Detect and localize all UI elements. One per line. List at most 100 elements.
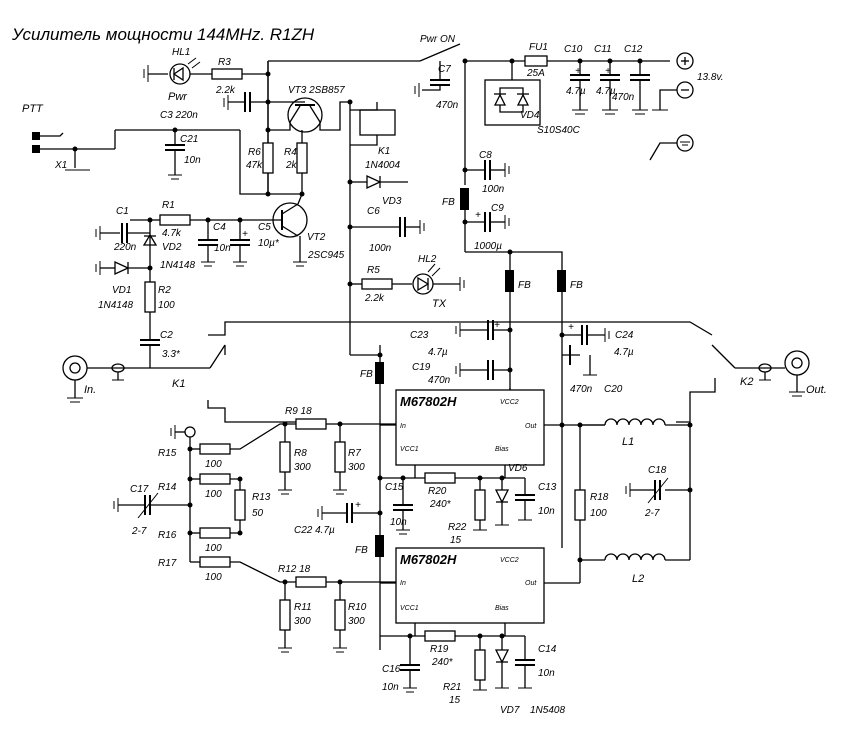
svg-text:100: 100 xyxy=(205,489,222,500)
svg-text:300: 300 xyxy=(348,616,365,627)
ic-amplifier-1: M67802H In Out VCC2 VCC1 Bias xyxy=(380,389,605,466)
svg-text:100: 100 xyxy=(158,300,175,311)
svg-text:Pwr ON: Pwr ON xyxy=(420,34,456,45)
svg-text:15: 15 xyxy=(450,535,462,546)
resistor-r14 xyxy=(199,473,231,485)
resistor-r6 xyxy=(262,142,274,174)
led-hl2 xyxy=(412,273,434,295)
power-rail: ++ xyxy=(267,43,694,195)
svg-text:C9: C9 xyxy=(491,203,504,214)
svg-text:10n: 10n xyxy=(390,517,407,528)
inductor-l2 xyxy=(604,553,666,561)
svg-text:C10: C10 xyxy=(564,44,583,55)
svg-text:R7: R7 xyxy=(348,448,361,459)
svg-text:2-7: 2-7 xyxy=(644,508,660,519)
input-splitter: + xyxy=(113,418,396,653)
svg-text:240*: 240* xyxy=(429,499,452,510)
svg-text:Out: Out xyxy=(525,423,537,430)
svg-text:C22 4.7µ: C22 4.7µ xyxy=(294,525,335,536)
svg-text:+: + xyxy=(568,322,574,333)
svg-text:R17: R17 xyxy=(158,558,177,569)
svg-text:C15: C15 xyxy=(385,482,404,493)
resistor-r20 xyxy=(424,472,456,484)
svg-text:100: 100 xyxy=(205,459,222,470)
svg-text:C23: C23 xyxy=(410,330,429,341)
svg-text:220n: 220n xyxy=(113,242,137,253)
ground-terminal xyxy=(676,134,694,152)
ic1-body xyxy=(395,389,545,466)
resistor-r18 xyxy=(574,489,586,521)
svg-text:C4: C4 xyxy=(213,222,226,233)
resistor-r22 xyxy=(474,489,486,521)
svg-text:K1: K1 xyxy=(172,378,185,390)
svg-text:10n: 10n xyxy=(214,243,231,254)
svg-text:C7: C7 xyxy=(438,64,451,75)
resistor-r8 xyxy=(279,441,291,473)
svg-text:C18: C18 xyxy=(648,465,667,476)
svg-text:47k: 47k xyxy=(246,160,263,171)
ferrite-bead-fb4 xyxy=(375,362,384,384)
svg-text:C19: C19 xyxy=(412,362,431,373)
svg-text:FU1: FU1 xyxy=(529,42,548,53)
svg-text:C8: C8 xyxy=(479,150,492,161)
resistor-r9 xyxy=(295,418,327,430)
svg-text:Out.: Out. xyxy=(806,384,827,396)
svg-text:FB: FB xyxy=(442,197,455,208)
svg-text:FB: FB xyxy=(355,545,368,556)
svg-text:C13: C13 xyxy=(538,482,557,493)
svg-text:+: + xyxy=(475,210,481,221)
ferrite-bead-fb5 xyxy=(375,535,384,557)
output-combiner xyxy=(574,418,691,583)
svg-text:C12: C12 xyxy=(624,44,643,55)
svg-text:4.7µ: 4.7µ xyxy=(596,86,616,97)
svg-text:Bias: Bias xyxy=(495,446,509,453)
svg-text:C3 220n: C3 220n xyxy=(160,110,198,121)
svg-text:4.7k: 4.7k xyxy=(162,228,182,239)
svg-text:C11: C11 xyxy=(594,44,612,55)
svg-text:C1: C1 xyxy=(116,206,129,217)
svg-text:VCC1: VCC1 xyxy=(400,446,419,453)
svg-text:FB: FB xyxy=(570,280,583,291)
svg-text:2-7: 2-7 xyxy=(131,526,147,537)
svg-text:VD4: VD4 xyxy=(520,110,540,121)
resistor-r1 xyxy=(159,214,191,226)
svg-text:3.3*: 3.3* xyxy=(162,349,181,360)
transistor-vt3 xyxy=(262,61,350,194)
svg-text:R22: R22 xyxy=(448,522,467,533)
svg-text:15: 15 xyxy=(449,695,461,706)
resistor-r15 xyxy=(199,443,231,455)
resistor-r21 xyxy=(474,649,486,681)
svg-text:100: 100 xyxy=(205,543,222,554)
svg-text:R5: R5 xyxy=(367,265,380,276)
output-connector xyxy=(784,350,810,376)
transistor-vt2: + xyxy=(95,193,308,368)
svg-text:R20: R20 xyxy=(428,486,447,497)
rf-input-path xyxy=(62,321,810,423)
svg-text:4.7µ: 4.7µ xyxy=(428,347,448,358)
svg-text:FB: FB xyxy=(518,280,531,291)
svg-text:100n: 100n xyxy=(369,243,392,254)
svg-text:Out: Out xyxy=(525,580,537,587)
ic2-bias-network xyxy=(380,623,535,693)
svg-text:R8: R8 xyxy=(294,448,307,459)
junction-dots xyxy=(72,58,693,639)
svg-text:VD1: VD1 xyxy=(112,285,131,296)
svg-text:+: + xyxy=(242,229,248,240)
svg-text:HL2: HL2 xyxy=(418,254,437,265)
svg-text:R19: R19 xyxy=(430,644,449,655)
component-labels: HL1 Pwr R3 2.2k Pwr ON FU1 25A C10 4.7µ … xyxy=(22,34,827,716)
svg-text:470n: 470n xyxy=(436,100,459,111)
svg-text:R9 18: R9 18 xyxy=(285,406,312,417)
svg-text:2k: 2k xyxy=(285,160,298,171)
svg-text:R13: R13 xyxy=(252,492,271,503)
input-connector xyxy=(62,355,88,381)
svg-text:+: + xyxy=(605,66,611,77)
svg-text:R21: R21 xyxy=(443,682,461,693)
svg-text:C5: C5 xyxy=(258,222,271,233)
resistor-r7 xyxy=(334,441,346,473)
svg-text:C2: C2 xyxy=(160,330,173,341)
svg-text:VD7: VD7 xyxy=(500,705,520,716)
ferrite-bead-fb1 xyxy=(460,188,469,210)
svg-text:K1: K1 xyxy=(378,146,390,157)
